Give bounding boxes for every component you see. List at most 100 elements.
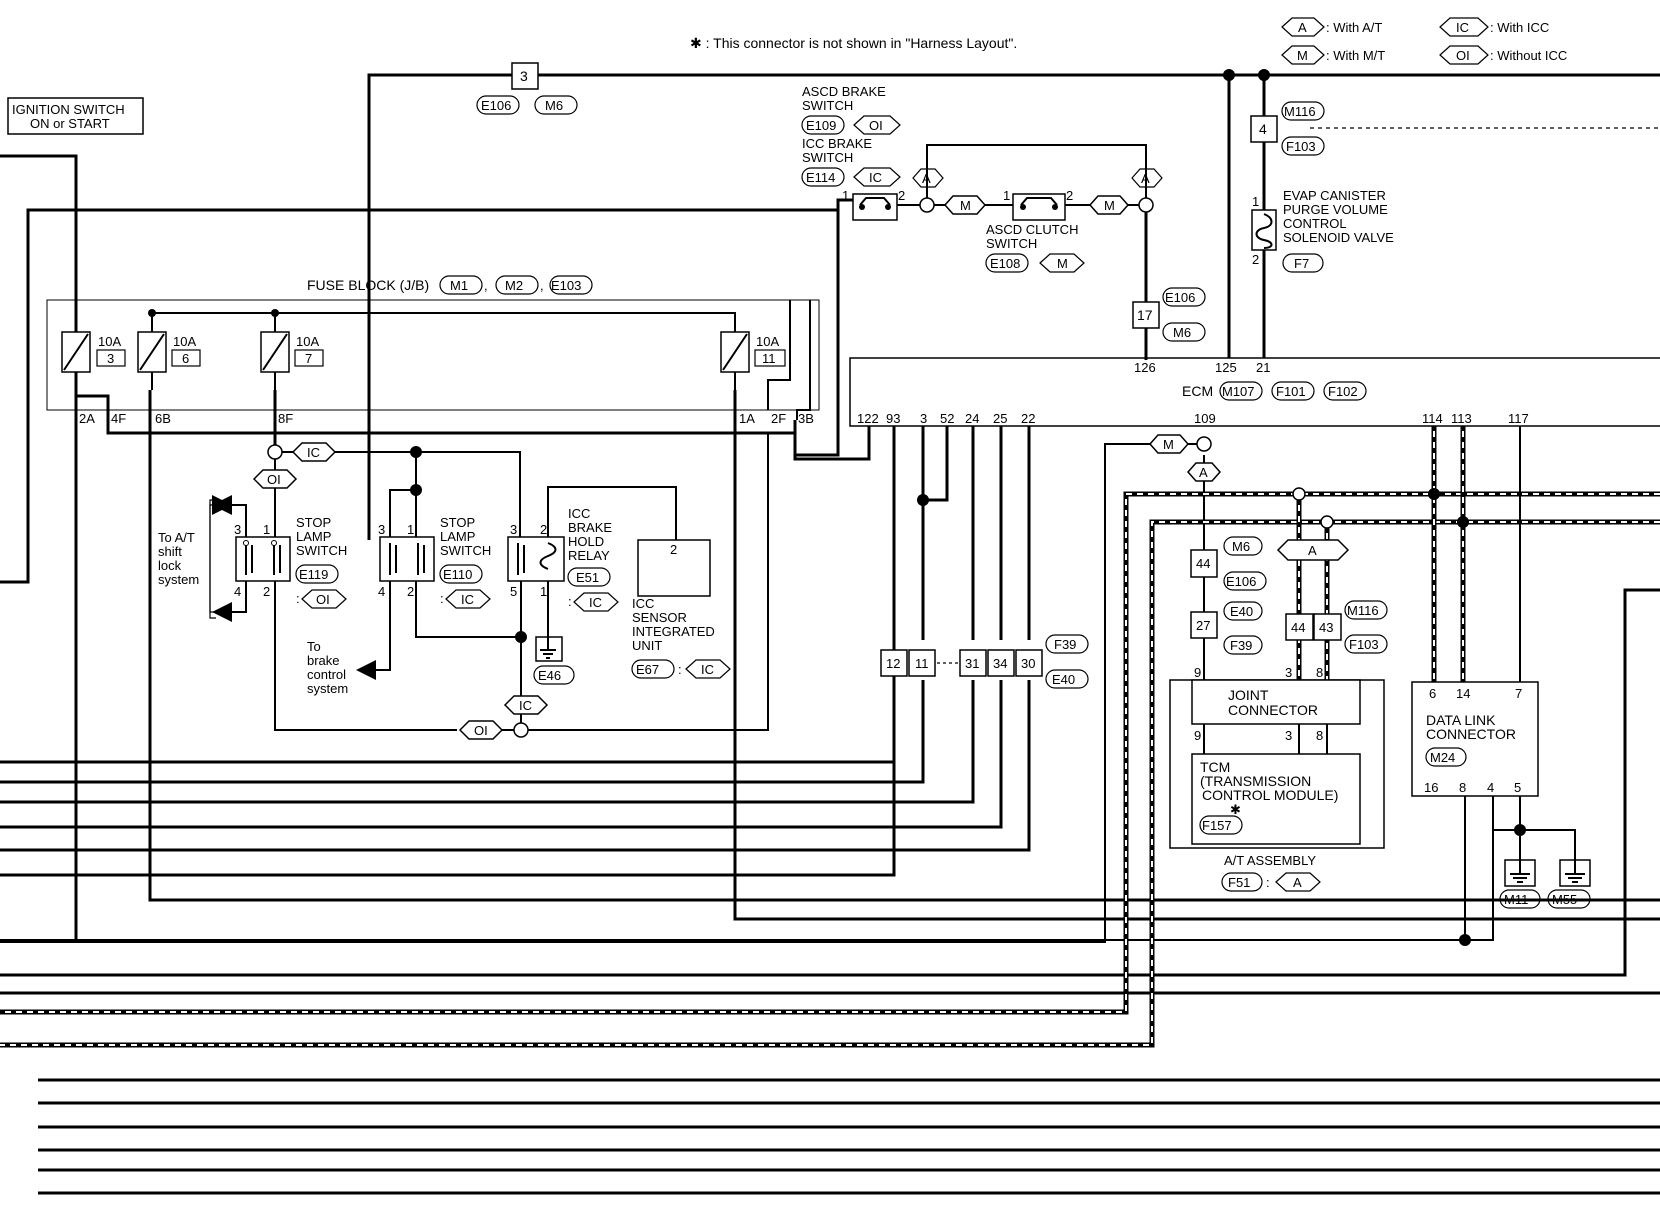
dlc-line1: DATA LINK [1426,712,1496,728]
ground-e46-symbol [535,636,563,662]
svg-text:2: 2 [263,584,270,599]
to-brake-1: To [307,639,321,654]
ecm-pin-52: 52 [940,411,954,426]
stop-lamp-1-line1: STOP [296,515,331,530]
stop-lamp-2-code: E110 [443,567,472,582]
tag-oi-bottom: OI [474,723,488,738]
evap-pin1: 1 [1252,194,1259,209]
data-link-connector-box [1411,681,1539,797]
conn-44-pin: 44 [1196,556,1210,571]
fuse-block-code-2: M2 [505,278,523,293]
stop-lamp-1-code: E119 [299,567,328,582]
svg-text:7: 7 [305,351,312,366]
svg-text:10A: 10A [98,334,121,349]
ecm-label: ECM [1182,383,1213,399]
ecm-pin-117: 117 [1508,411,1529,426]
icc-relay-line4: RELAY [568,548,610,563]
svg-text:5: 5 [1514,780,1521,795]
stop-lamp-2-line3: SWITCH [440,543,491,558]
ecm-pin-122: 122 [857,411,879,426]
svg-text:10A: 10A [296,334,319,349]
svg-text:3: 3 [510,522,517,537]
stop-lamp-1-tag: OI [316,592,330,607]
ecm-pin-125: 125 [1215,360,1237,375]
legend-with-mt-code: M [1297,48,1308,63]
svg-text:2: 2 [898,188,905,203]
svg-text:3: 3 [234,522,241,537]
svg-text:1: 1 [842,188,849,203]
fuse-term-8f: 8F [278,411,293,426]
icc-brake-line2: SWITCH [802,150,853,165]
svg-text:30: 30 [1021,656,1035,671]
icc-brake-tag: IC [869,170,882,185]
svg-text:3: 3 [1285,728,1292,743]
ignition-switch-line1: IGNITION SWITCH [12,102,125,117]
svg-text::: : [678,662,682,677]
svg-text:44: 44 [1291,620,1305,635]
tag-a-2 [1131,168,1163,188]
to-brake-4: system [307,681,348,696]
svg-text:,: , [484,278,488,293]
svg-text:1: 1 [1003,188,1010,203]
icc-relay-line1: ICC [568,506,590,521]
ground-m55-symbol [1559,859,1591,887]
ascd-clutch-line2: SWITCH [986,236,1037,251]
legend-with-icc-text: : With ICC [1490,20,1549,35]
ignition-switch-box [7,97,144,135]
svg-text:4: 4 [378,584,385,599]
tag-oi-8f: OI [267,472,281,487]
stop-lamp-1-line3: SWITCH [296,543,347,558]
to-brake-2: brake [307,653,340,668]
conn-27-pin: 27 [1196,618,1210,633]
svg-text::: : [440,591,444,606]
svg-text:11: 11 [762,351,776,366]
svg-text:8: 8 [1316,665,1323,680]
ecm-pin-114: 114 [1422,411,1443,426]
svg-text:12: 12 [886,656,900,671]
icc-relay-line2: BRAKE [568,520,612,535]
legend: A : With A/T M : With M/T IC : With ICC … [1281,17,1567,65]
tcm-box [1191,753,1361,845]
conn-4443-code-1: M116 [1347,603,1379,618]
evap-line3: CONTROL [1283,216,1347,231]
ascd-clutch-tag: M [1057,256,1068,271]
svg-text:8: 8 [1459,780,1466,795]
fuse-6: 10A 6 [137,331,201,373]
joint-connector-box [1191,679,1361,725]
fuse-11: 10A 11 [720,331,786,373]
svg-text:6: 6 [1429,686,1436,701]
note-text: ✱ : This connector is not shown in "Harn… [690,35,1017,51]
ecm-box [849,357,1660,427]
ground-m11-code: M11 [1504,892,1528,907]
svg-text:14: 14 [1456,686,1470,701]
ecm-pin-93: 93 [886,411,900,426]
svg-text::: : [296,591,300,606]
ecm-code-1: M107 [1222,384,1255,399]
to-at-3: lock [158,558,182,573]
legend-without-icc-code: OI [1456,48,1470,63]
svg-text:9: 9 [1194,728,1201,743]
f39-code: F39 [1054,637,1076,652]
icc-sensor-tag: IC [701,662,714,677]
icc-sensor-line1: ICC [632,596,654,611]
ascd-brake-line2: SWITCH [802,98,853,113]
svg-text:5: 5 [510,584,517,599]
icc-sensor-line2: SENSOR [632,610,687,625]
stop-lamp-2-line2: LAMP [440,529,475,544]
ecm-pin-22: 22 [1021,411,1035,426]
to-brake-3: control [307,667,346,682]
stop-lamp-2-line1: STOP [440,515,475,530]
ascd-clutch-line1: ASCD CLUTCH [986,222,1078,237]
ecm-code-3: F102 [1328,384,1358,399]
svg-text:4: 4 [234,584,241,599]
ecm-pin-24: 24 [965,411,979,426]
icc-relay-code: E51 [576,570,599,585]
icc-relay-tag: IC [589,595,602,610]
legend-with-at-text: : With A/T [1326,20,1382,35]
svg-text:3: 3 [1285,665,1292,680]
conn-27-code-2: F39 [1230,638,1252,653]
ground-m55-code: M55 [1552,892,1577,907]
svg-text:2: 2 [540,522,547,537]
icc-relay-line3: HOLD [568,534,604,549]
icc-sensor-box [637,539,711,597]
